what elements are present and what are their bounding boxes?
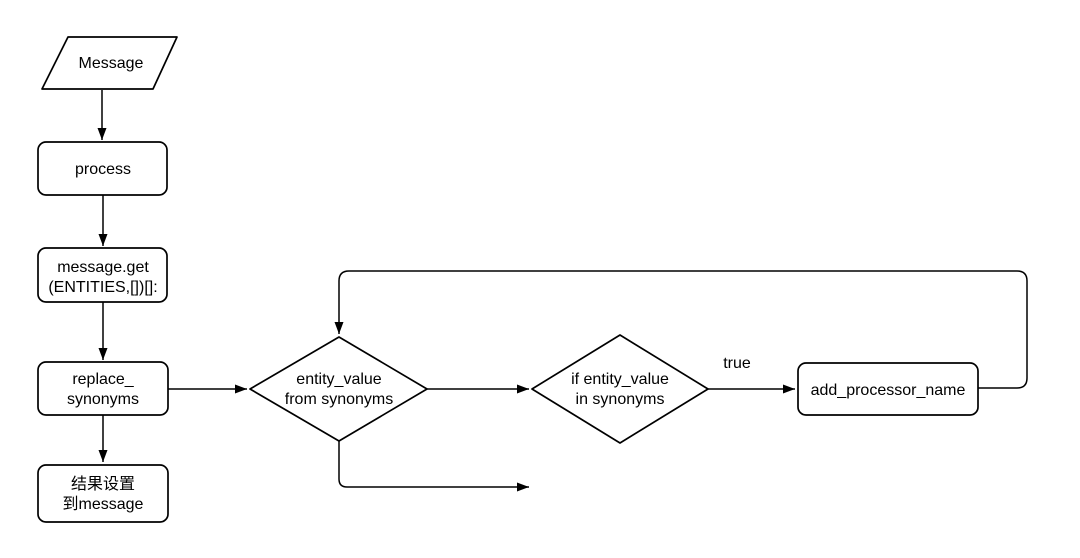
node-replace-synonyms-label-line2: synonyms (67, 391, 139, 408)
node-entity-value-label-line2: from synonyms (285, 391, 393, 408)
node-process-rect (37, 141, 168, 196)
node-entity-value-diamond (249, 336, 428, 442)
node-if-entity-value-diamond (531, 334, 709, 444)
edge-entity-value-bottom-exit (338, 441, 529, 492)
node-message-get-label-line1: message.get (57, 259, 149, 276)
edges-layer (97, 90, 1028, 492)
node-message-label: Message (79, 55, 144, 72)
node-process-label: process (75, 161, 131, 178)
nodes-layer (37, 36, 979, 523)
edge-add-processor-loopback-to-entity-value (334, 270, 1028, 389)
node-set-result-label-line1: 结果设置 (71, 475, 135, 493)
node-add-processor-name-rect (797, 362, 979, 416)
node-entity-value-label-line1: entity_value (296, 371, 381, 388)
edge-label-true: true (723, 355, 751, 372)
node-message-get-label-line2: (ENTITIES,[])[]: (48, 279, 157, 296)
node-set-result-rect (37, 464, 169, 523)
node-if-entity-value-label-line1: if entity_value (571, 371, 669, 388)
node-if-entity-value-label-line2: in synonyms (576, 391, 665, 408)
node-set-result-label-line2: 到message (63, 495, 144, 513)
node-replace-synonyms-rect (37, 361, 169, 416)
node-replace-synonyms-label-line1: replace_ (72, 371, 134, 388)
labels-layer: Message process message.get (ENTITIES,[]… (48, 55, 965, 513)
node-message-get-rect (37, 247, 168, 303)
node-message-parallelogram (41, 36, 178, 90)
node-add-processor-name-label: add_processor_name (811, 382, 966, 399)
